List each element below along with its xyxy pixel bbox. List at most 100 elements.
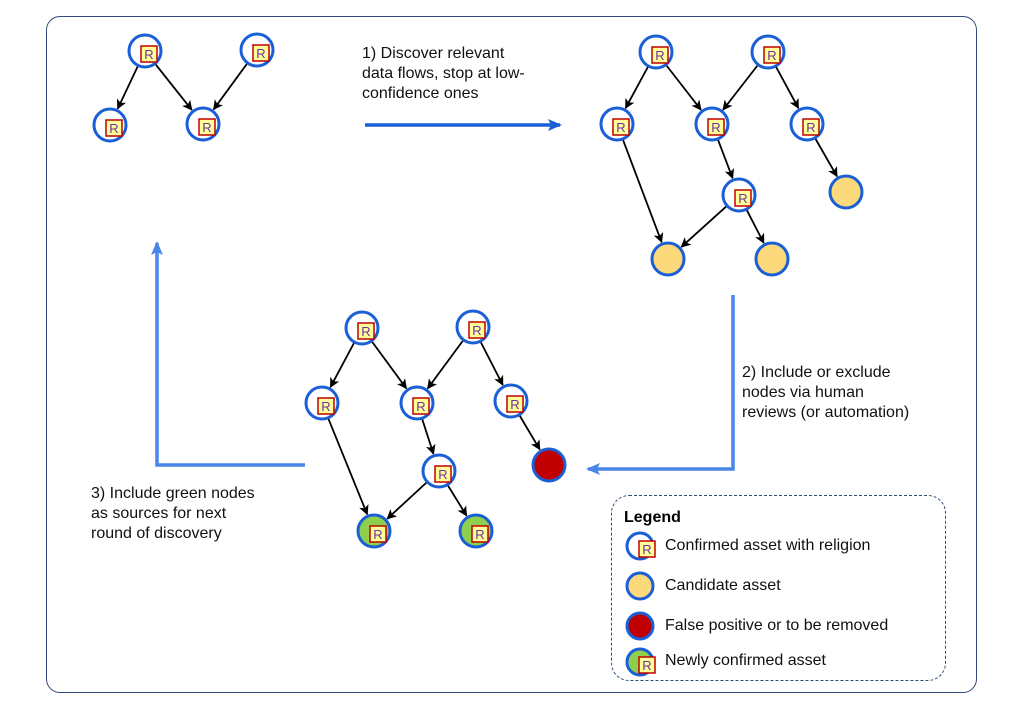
svg-text:R: R	[475, 527, 484, 542]
religion-badge-icon: R	[802, 118, 820, 136]
religion-badge-icon: R	[734, 189, 752, 207]
node-confirmed: R	[750, 34, 786, 70]
religion-badge-icon: R	[357, 322, 375, 340]
node-confirmed: R	[789, 106, 825, 142]
svg-text:R: R	[416, 399, 425, 414]
legend-item-newly-confirmed: Newly confirmed asset	[665, 652, 826, 669]
svg-text:R: R	[642, 658, 651, 673]
node-confirmed: R	[399, 385, 435, 421]
node-confirmed: R	[304, 385, 340, 421]
religion-badge-icon: R	[506, 395, 524, 413]
svg-text:R: R	[806, 120, 815, 135]
svg-text:R: R	[510, 397, 519, 412]
edge-arrow	[421, 417, 436, 455]
edge-arrow	[680, 205, 728, 248]
svg-text:R: R	[738, 191, 747, 206]
religion-badge-icon: R	[105, 119, 123, 137]
svg-text:R: R	[144, 47, 153, 62]
node-newly-confirmed: R	[458, 513, 494, 549]
religion-badge-icon: R	[651, 46, 669, 64]
religion-badge-icon: R	[369, 525, 387, 543]
legend-symbols: RR	[625, 531, 656, 677]
initial-graph: R R R R	[92, 32, 275, 143]
node-confirmed: R	[239, 32, 275, 68]
legend-symbol-candidate	[625, 571, 655, 601]
node-confirmed: R	[638, 34, 674, 70]
step3-arrow	[151, 241, 305, 467]
edge-arrow	[426, 339, 465, 390]
religion-badge-icon: R	[252, 44, 270, 62]
svg-text:R: R	[616, 120, 625, 135]
religion-badge-icon: R	[471, 525, 489, 543]
edge-arrow	[386, 481, 428, 520]
edge-arrow	[370, 340, 408, 390]
diagram-frame	[46, 16, 977, 693]
edge-arrow	[212, 62, 249, 111]
edge-arrow	[774, 65, 800, 110]
edge-arrow	[621, 138, 664, 244]
node-confirmed: R	[185, 106, 221, 142]
edge-arrow	[665, 64, 702, 111]
svg-text:R: R	[655, 48, 664, 63]
edge-arrow	[116, 65, 139, 110]
edge-arrow	[446, 484, 468, 517]
edge-arrow	[624, 65, 650, 110]
node-confirmed: R	[455, 309, 491, 345]
edge-arrow	[329, 341, 356, 388]
step2-caption: 2) Include or exclude nodes via human re…	[742, 364, 910, 421]
legend-item-candidate: Candidate asset	[665, 577, 781, 594]
legend-symbol-confirmed: R	[625, 531, 656, 561]
legend-title: Legend	[624, 509, 681, 526]
node-candidate	[650, 241, 686, 277]
svg-text:R: R	[361, 324, 370, 339]
legend-symbol-newly-confirmed: R	[625, 647, 656, 677]
svg-text:R: R	[373, 527, 382, 542]
edge-arrow	[154, 62, 193, 111]
node-false-positive	[531, 447, 567, 483]
node-confirmed: R	[721, 177, 757, 213]
svg-text:R: R	[711, 120, 720, 135]
religion-badge-icon: R	[707, 118, 725, 136]
edge-arrow	[479, 340, 504, 386]
legend-item-confirmed: Confirmed asset with religion	[665, 537, 871, 554]
node-candidate	[828, 174, 864, 210]
religion-badge-icon: R	[198, 118, 216, 136]
religion-badge-icon: R	[468, 321, 486, 339]
node-confirmed: R	[127, 33, 163, 69]
step2-arrow	[586, 295, 735, 475]
node-newly-confirmed: R	[356, 513, 392, 549]
svg-text:R: R	[642, 542, 651, 557]
node-confirmed: R	[493, 383, 529, 419]
edge-arrow	[518, 414, 541, 451]
node-confirmed: R	[92, 107, 128, 143]
edge-arrow	[327, 417, 369, 516]
religion-badge-icon: R	[434, 465, 452, 483]
node-candidate	[754, 241, 790, 277]
discovered-graph: R R R R R R	[599, 34, 864, 277]
legend-symbol-false-positive	[625, 611, 655, 641]
svg-text:R: R	[767, 48, 776, 63]
node-confirmed: R	[694, 106, 730, 142]
religion-badge-icon: R	[140, 45, 158, 63]
religion-badge-icon: R	[612, 118, 630, 136]
religion-badge-icon: R	[412, 397, 430, 415]
svg-text:R: R	[256, 46, 265, 61]
religion-badge-icon: R	[317, 397, 335, 415]
reviewed-graph: R R R R R R R R	[304, 309, 567, 549]
svg-text:R: R	[321, 399, 330, 414]
religion-badge-icon: R	[638, 540, 656, 558]
edge-arrow	[716, 138, 735, 180]
religion-badge-icon: R	[638, 656, 656, 674]
node-confirmed: R	[421, 453, 457, 489]
svg-text:R: R	[472, 323, 481, 338]
edge-arrow	[722, 64, 759, 111]
step1-caption: 1) Discover relevant data flows, stop at…	[362, 45, 525, 102]
step3-caption: 3) Include green nodes as sources for ne…	[91, 485, 255, 542]
edge-arrow	[814, 137, 838, 178]
legend-item-false-positive: False positive or to be removed	[665, 617, 889, 634]
node-confirmed: R	[599, 106, 635, 142]
religion-badge-icon: R	[763, 46, 781, 64]
svg-text:R: R	[438, 467, 447, 482]
